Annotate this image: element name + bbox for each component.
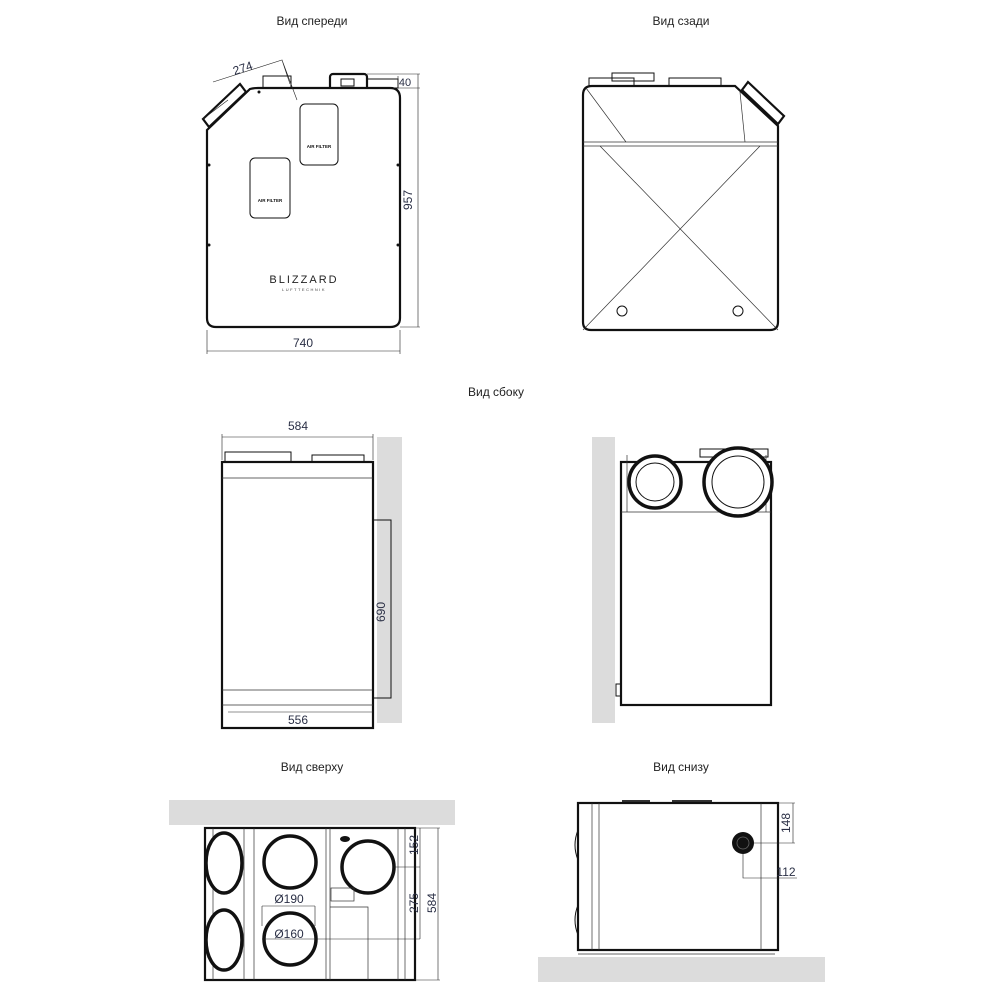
dim-584: 584 (425, 893, 439, 913)
top-view-title: Вид сверху (281, 760, 344, 774)
dim-275: 275 (407, 893, 421, 913)
drain-port (732, 305, 744, 317)
duct-spigot (627, 454, 683, 510)
dim-40: 40 (399, 77, 411, 89)
brand-logo: BLIZZARD (269, 274, 338, 286)
wall (592, 437, 615, 723)
front-view: Вид спереди AIR FILTER AIR FILTER BLIZZA… (201, 14, 420, 354)
mounting-dots (207, 90, 400, 247)
duct-spigot (340, 839, 396, 895)
top-view: Вид сверху Ø190 Ø160 152 275 584 (169, 760, 455, 982)
top-duct (668, 77, 722, 87)
cable-gland (340, 836, 350, 842)
dim-690: 690 (374, 602, 388, 622)
wall-bracket (372, 519, 392, 699)
brand-subtitle: LUFTTECHNIK (282, 287, 326, 292)
dim-112: 112 (776, 865, 795, 879)
duct-inner (711, 455, 765, 509)
dimension-line (742, 802, 797, 879)
panel-lines (212, 828, 406, 980)
duct-spigot (702, 446, 774, 518)
panel-lines (222, 477, 373, 706)
dim-274: 274 (231, 58, 255, 78)
panel-lines (578, 803, 775, 955)
dimension-line (261, 905, 316, 940)
panel (330, 887, 355, 902)
dim-152: 152 (407, 835, 421, 855)
control-display (340, 78, 355, 87)
back-view-title: Вид сзади (653, 14, 710, 28)
filter-label: AIR FILTER (258, 198, 283, 203)
dimension-line (206, 330, 401, 354)
top-duct (611, 72, 655, 82)
filter-label: AIR FILTER (307, 144, 332, 149)
bottom-view-title: Вид снизу (653, 760, 709, 774)
dim-d190: Ø190 (274, 892, 304, 906)
side-spigot (204, 831, 244, 895)
top-duct (224, 451, 292, 463)
dimension-line (221, 434, 374, 460)
diagonal-duct (201, 82, 248, 129)
side-view-right (592, 437, 774, 723)
floor (538, 957, 825, 982)
unit-body (220, 460, 375, 730)
top-duct (366, 78, 399, 89)
wall (169, 800, 455, 825)
drain-port-inner (736, 836, 750, 850)
side-view-left: Вид сбоку 584 690 556 (220, 385, 524, 730)
drain-port (616, 305, 628, 317)
dimension-line (315, 827, 440, 981)
air-filter-panel (249, 157, 291, 219)
wall (377, 437, 402, 723)
dim-584: 584 (288, 419, 308, 433)
dimension-line (202, 59, 298, 120)
drain-port (732, 832, 754, 854)
dim-740: 740 (293, 336, 313, 350)
side-spigot (204, 908, 244, 972)
diagonal-duct (740, 80, 786, 126)
duct-spigot (262, 834, 318, 890)
dimension-line (367, 73, 420, 328)
unit-body (576, 801, 780, 952)
unit-body (581, 84, 780, 332)
back-view: Вид сзади (581, 14, 786, 332)
side-view-title: Вид сбоку (468, 385, 524, 399)
unit-body (205, 86, 402, 329)
duct-inner (635, 462, 675, 502)
panel-lines (582, 87, 779, 331)
dim-d160: Ø160 (274, 927, 304, 941)
top-duct (262, 75, 292, 89)
side-spigot (574, 829, 579, 936)
dim-957: 957 (401, 190, 415, 210)
dim-556: 556 (288, 713, 308, 727)
air-filter-panel (299, 103, 339, 166)
dim-148: 148 (779, 813, 793, 833)
front-view-title: Вид спереди (276, 14, 347, 28)
bottom-view: Вид снизу 148 112 (538, 760, 825, 982)
bracket-hook (615, 683, 622, 697)
